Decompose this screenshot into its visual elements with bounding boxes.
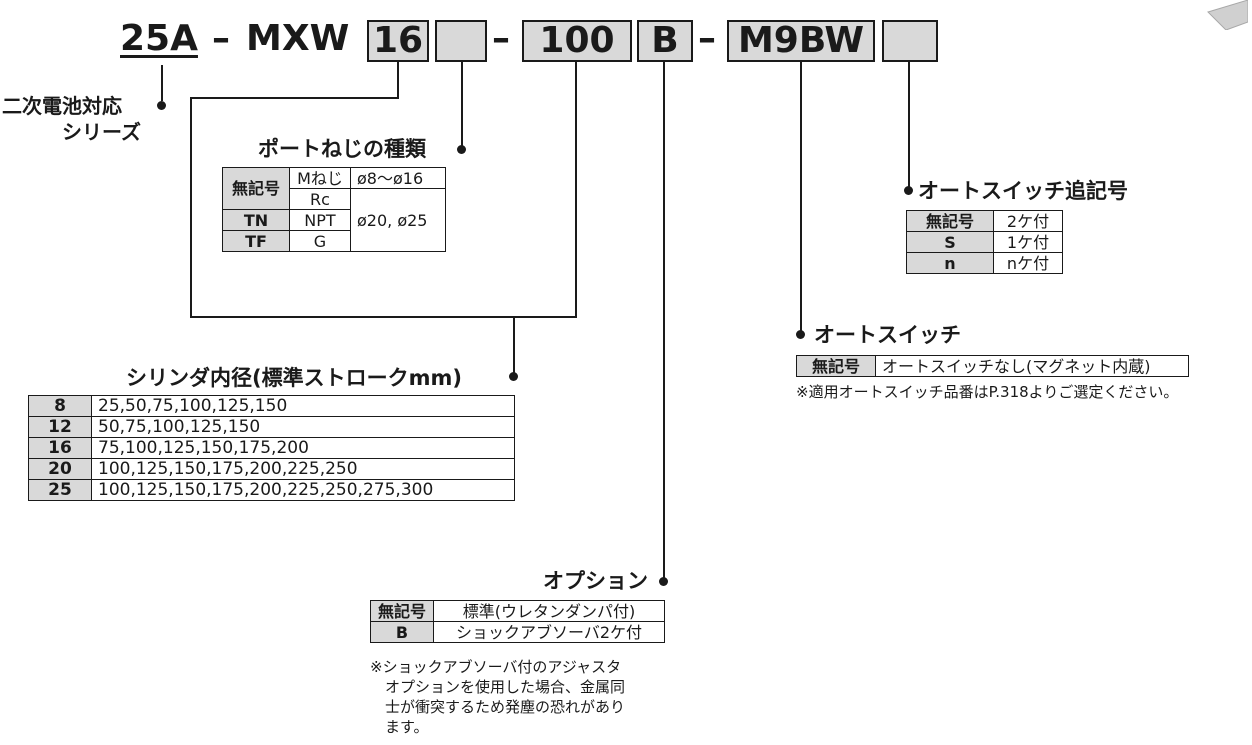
code-dash-1: – [212, 18, 230, 59]
stroke-cell: 25,50,75,100,125,150 [91, 395, 515, 417]
leader-port-v [461, 62, 463, 150]
leader-bore-table-dot [509, 372, 518, 381]
stroke-cell: 100,125,150,175,200,225,250,275,300 [91, 479, 515, 501]
auto-switch-title: オートスイッチ [814, 323, 961, 347]
bore-cell: 12 [28, 416, 92, 438]
bore-stroke-table: 8 25,50,75,100,125,150 12 50,75,100,125,… [28, 395, 515, 501]
leader-option-dot [659, 577, 668, 586]
leader-bore-h2 [190, 316, 577, 318]
table-row: TF G [222, 230, 446, 252]
table-row: 無記号 標準(ウレタンダンパ付) [370, 600, 665, 622]
port-size-cell: ø8〜ø16 [350, 167, 446, 189]
code-dash-3: – [698, 18, 716, 59]
bore-stroke-title: シリンダ内径(標準ストロークmm) [126, 366, 462, 390]
option-key-cell: 無記号 [370, 600, 434, 622]
option-note: ※ショックアブソーバ付のアジャスタ オプションを使用した場合、金属同 士が衝突す… [370, 658, 626, 736]
code-dash-2: – [492, 18, 510, 59]
leader-switch-dot [796, 330, 805, 339]
leader-bore-h1 [190, 97, 399, 99]
port-thread-table: 無記号 Mねじ ø8〜ø16 Rc ø20, ø25 TN NPT TF G [222, 167, 446, 252]
switch-code-box: M9BW [727, 20, 875, 62]
table-row: 8 25,50,75,100,125,150 [28, 395, 515, 417]
leader-bore-v1 [397, 62, 399, 98]
table-row: Rc ø20, ø25 [223, 188, 446, 252]
port-type-cell: NPT [289, 209, 351, 231]
switch-count-key-cell: 無記号 [906, 210, 994, 232]
switch-count-code-box [882, 20, 938, 62]
bore-cell: 8 [28, 395, 92, 417]
bore-cell: 25 [28, 479, 92, 501]
leader-stroke-v [575, 62, 577, 318]
port-thread-title: ポートねじの種類 [258, 137, 426, 161]
port-size-cell: ø20, ø25 [350, 188, 446, 252]
option-title: オプション [543, 569, 648, 593]
table-row: 無記号 Mねじ ø8〜ø16 [222, 167, 446, 210]
bore-cell: 16 [28, 437, 92, 459]
corner-shape-icon [1207, 0, 1248, 30]
switch-count-title: オートスイッチ追記号 [918, 179, 1128, 203]
leader-option-v [663, 62, 665, 580]
bore-code-box: 16 [367, 20, 429, 62]
table-row: B ショックアブソーバ2ケ付 [370, 621, 665, 643]
switch-count-key-cell: n [906, 252, 994, 274]
option-value-cell: 標準(ウレタンダンパ付) [433, 600, 665, 622]
port-type-cell: Rc [289, 188, 351, 210]
port-key-cell: TF [222, 230, 290, 252]
table-row: 12 50,75,100,125,150 [28, 416, 515, 438]
table-row: 無記号 オートスイッチなし(マグネット内蔵) [796, 355, 1189, 377]
port-type-cell: Mねじ [289, 167, 351, 189]
bore-cell: 20 [28, 458, 92, 480]
leader-series-v [161, 65, 163, 101]
switch-count-value-cell: 2ケ付 [993, 210, 1063, 232]
port-code-box [435, 20, 487, 62]
switch-count-table: 無記号 2ケ付 S 1ケ付 n nケ付 [906, 210, 1063, 274]
port-key-cell: 無記号 [222, 167, 290, 210]
leader-switch-count-v [908, 62, 910, 188]
option-value-cell: ショックアブソーバ2ケ付 [433, 621, 665, 643]
option-key-cell: B [370, 621, 434, 643]
table-row: 16 75,100,125,150,175,200 [28, 437, 515, 459]
switch-count-key-cell: S [906, 231, 994, 253]
port-type-cell: G [289, 230, 351, 252]
leader-switch-v [800, 62, 802, 332]
stroke-cell: 100,125,150,175,200,225,250 [91, 458, 515, 480]
leader-bore-table-v [513, 316, 515, 374]
series-label-line2: シリーズ [62, 120, 141, 144]
prefix-code: 25A [120, 18, 198, 59]
auto-switch-key-cell: 無記号 [796, 355, 876, 377]
series-code: MXW [246, 18, 350, 59]
table-row: TN NPT [222, 209, 446, 231]
option-table: 無記号 標準(ウレタンダンパ付) B ショックアブソーバ2ケ付 [370, 600, 665, 643]
switch-count-value-cell: 1ケ付 [993, 231, 1063, 253]
leader-port-dot [457, 145, 466, 154]
auto-switch-table: 無記号 オートスイッチなし(マグネット内蔵) [796, 355, 1189, 377]
table-row: S 1ケ付 [906, 231, 1063, 253]
table-row: 20 100,125,150,175,200,225,250 [28, 458, 515, 480]
series-label-line1: 二次電池対応 [2, 94, 122, 118]
stroke-cell: 75,100,125,150,175,200 [91, 437, 515, 459]
leader-series-dot [157, 101, 166, 110]
switch-count-value-cell: nケ付 [993, 252, 1063, 274]
table-row: 25 100,125,150,175,200,225,250,275,300 [28, 479, 515, 501]
auto-switch-value-cell: オートスイッチなし(マグネット内蔵) [875, 355, 1189, 377]
port-key-cell: TN [222, 209, 290, 231]
leader-switch-count-dot [904, 186, 913, 195]
option-code-box: B [637, 20, 693, 62]
stroke-code-box: 100 [522, 20, 632, 62]
auto-switch-note: ※適用オートスイッチ品番はP.318よりご選定ください。 [796, 383, 1179, 401]
stroke-cell: 50,75,100,125,150 [91, 416, 515, 438]
leader-bore-v2 [190, 97, 192, 318]
table-row: n nケ付 [906, 252, 1063, 274]
table-row: 無記号 2ケ付 [906, 210, 1063, 232]
